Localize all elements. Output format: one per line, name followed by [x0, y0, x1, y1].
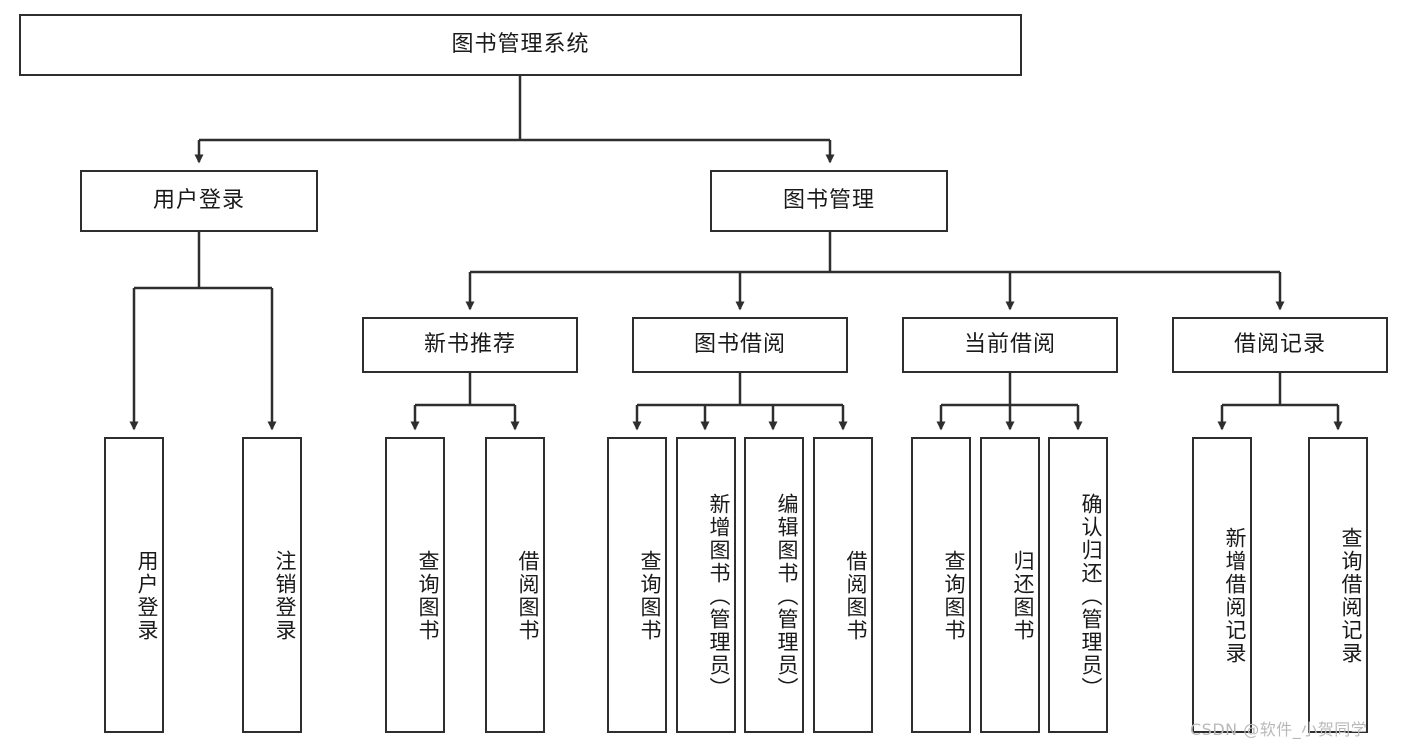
leaf-borrow-borrow-book[interactable]: 借阅图书 — [813, 437, 873, 733]
node-new-book-recommend-label: 新书推荐 — [423, 331, 516, 357]
leaf-borrow-query-book[interactable]: 查询图书 — [607, 437, 667, 733]
leaf-label: 查询图书 — [416, 550, 440, 642]
leaf-label: 借阅图书 — [844, 550, 868, 642]
leaf-label: 用户登录 — [135, 550, 159, 642]
leaf-user-login-signin[interactable]: 用户登录 — [104, 437, 164, 733]
leaf-label: 归还图书 — [1011, 550, 1035, 642]
leaf-current-confirm-return-admin[interactable]: 确认归还（管理员） — [1048, 437, 1108, 733]
leaf-label: 借阅图书 — [516, 550, 540, 642]
node-book-borrow-label: 图书借阅 — [693, 331, 786, 357]
leaf-current-return-book[interactable]: 归还图书 — [980, 437, 1040, 733]
leaf-label: 新增借阅记录 — [1223, 527, 1247, 665]
leaf-borrow-edit-book-admin[interactable]: 编辑图书（管理员） — [744, 437, 804, 733]
leaf-label: 查询借阅记录 — [1339, 527, 1363, 665]
node-book-management-label: 图书管理 — [782, 187, 875, 213]
leaf-label: 注销登录 — [273, 550, 297, 642]
node-borrow-records-label: 借阅记录 — [1233, 331, 1326, 357]
node-root[interactable]: 图书管理系统 — [19, 14, 1022, 76]
node-current-borrow-label: 当前借阅 — [963, 331, 1056, 357]
node-new-book-recommend[interactable]: 新书推荐 — [362, 317, 578, 373]
leaf-label: 确认归还（管理员） — [1079, 492, 1103, 700]
node-book-management[interactable]: 图书管理 — [710, 170, 948, 232]
leaf-records-add-record[interactable]: 新增借阅记录 — [1192, 437, 1252, 733]
node-root-label: 图书管理系统 — [451, 31, 590, 57]
leaf-user-login-signout[interactable]: 注销登录 — [242, 437, 302, 733]
leaf-label: 查询图书 — [942, 550, 966, 642]
node-user-login-label: 用户登录 — [152, 187, 245, 213]
leaf-new-book-query[interactable]: 查询图书 — [385, 437, 445, 733]
leaf-records-query-record[interactable]: 查询借阅记录 — [1308, 437, 1368, 733]
node-current-borrow[interactable]: 当前借阅 — [902, 317, 1118, 373]
leaf-label: 查询图书 — [638, 550, 662, 642]
node-user-login[interactable]: 用户登录 — [80, 170, 318, 232]
leaf-borrow-add-book-admin[interactable]: 新增图书（管理员） — [676, 437, 736, 733]
leaf-label: 编辑图书（管理员） — [775, 492, 799, 700]
leaf-new-book-borrow[interactable]: 借阅图书 — [485, 437, 545, 733]
csdn-watermark: CSDN @软件_小贺同学 — [1190, 720, 1368, 739]
leaf-label: 新增图书（管理员） — [707, 492, 731, 700]
node-borrow-records[interactable]: 借阅记录 — [1172, 317, 1388, 373]
node-book-borrow[interactable]: 图书借阅 — [632, 317, 848, 373]
leaf-current-query-book[interactable]: 查询图书 — [911, 437, 971, 733]
